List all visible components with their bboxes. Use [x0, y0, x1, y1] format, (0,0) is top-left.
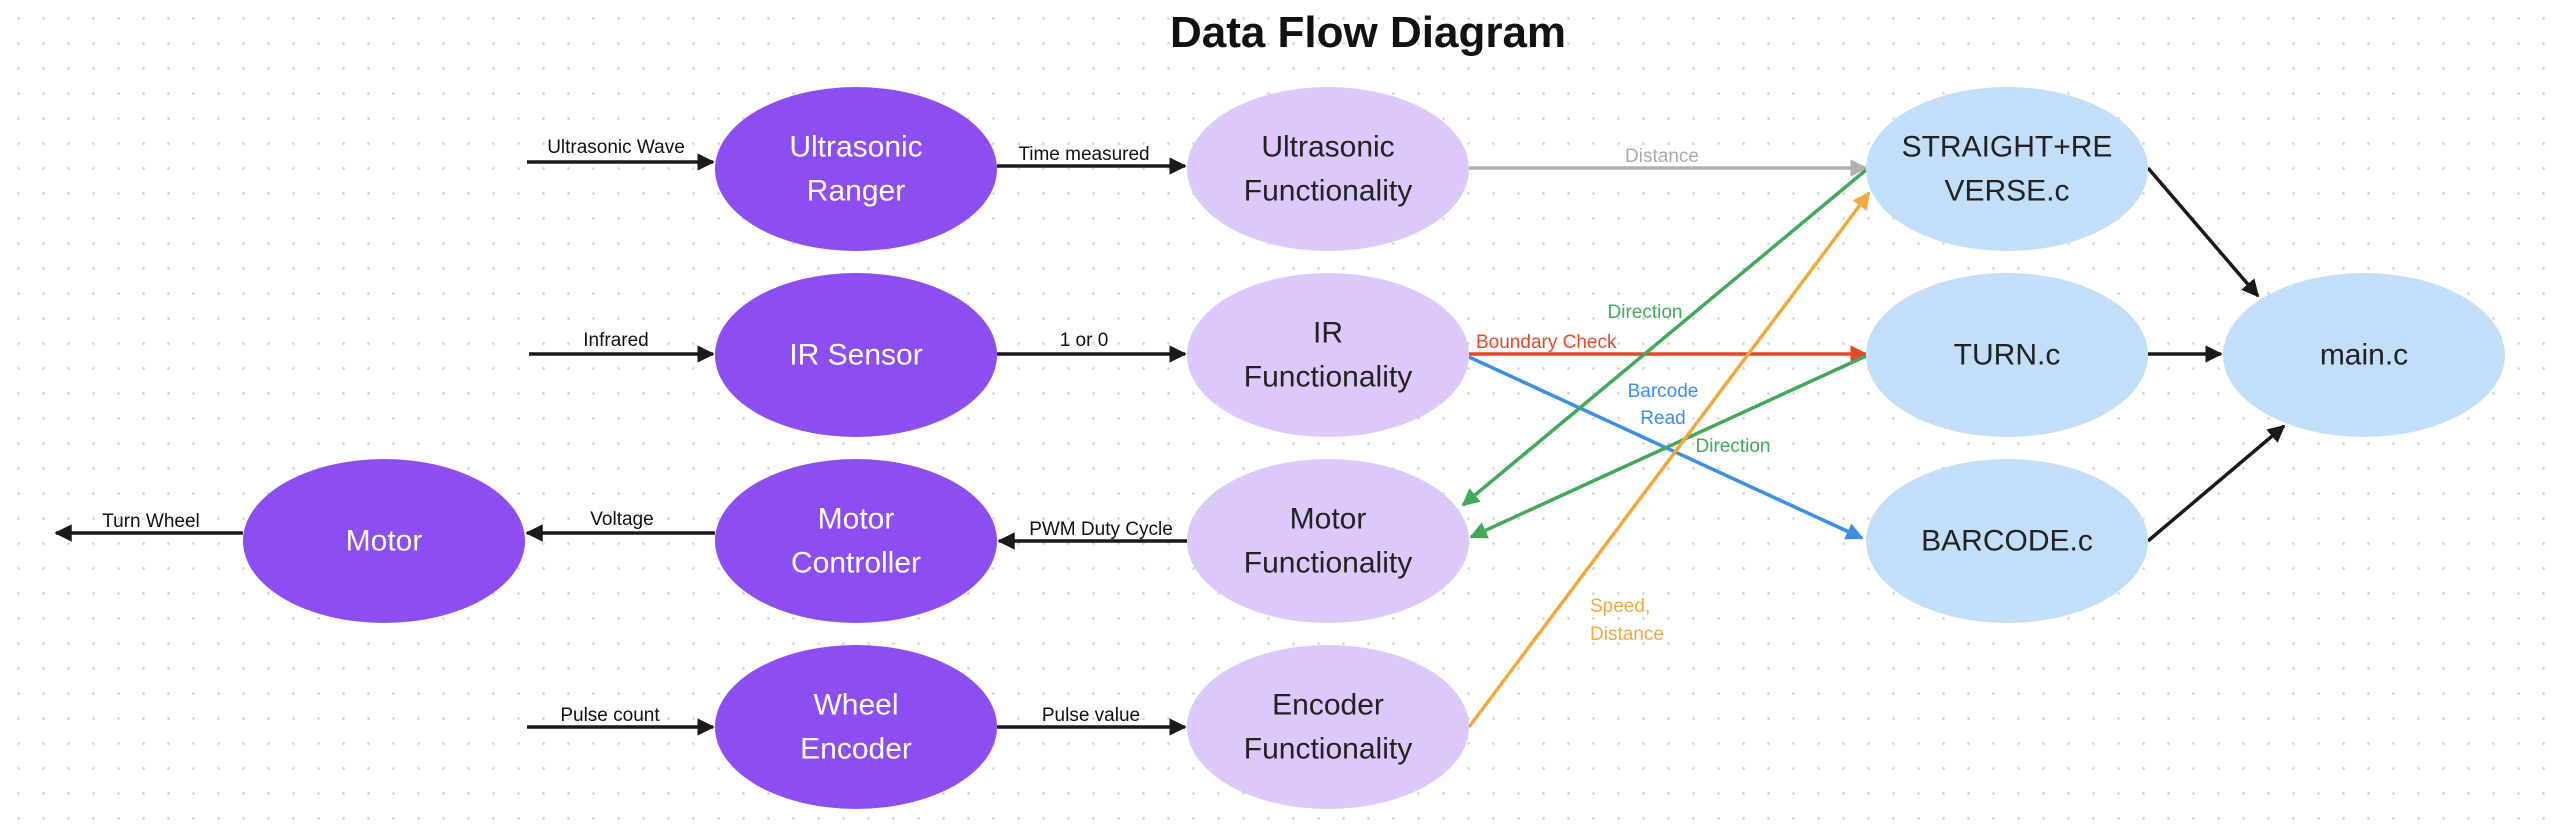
node-label: IR Sensor — [789, 339, 922, 372]
node-label: Encoder — [1272, 689, 1384, 722]
barcode-to-main-edge — [2146, 424, 2286, 543]
edge-label-pulse-value: Pulse value — [1042, 705, 1140, 726]
node-shape — [715, 87, 997, 251]
edge-label-time-measured: Time measured — [1018, 144, 1149, 165]
node-turn[interactable]: TURN.c — [1866, 273, 2148, 437]
node-label: Motor — [818, 503, 895, 536]
edge-label-speed-distance: Speed, — [1590, 596, 1650, 617]
node-label: Motor — [346, 525, 423, 558]
node-shape — [1187, 87, 1469, 251]
node-shape — [1866, 87, 2148, 251]
edge-label-boundary-check: Boundary Check — [1476, 332, 1617, 353]
node-shape — [715, 645, 997, 809]
node-label: main.c — [2320, 339, 2408, 372]
node-motor[interactable]: Motor — [243, 459, 525, 623]
edge-label-infrared: Infrared — [583, 330, 648, 351]
node-label: Ultrasonic — [789, 131, 922, 164]
edges — [54, 153, 2286, 736]
node-label: Controller — [791, 547, 921, 580]
speed-distance-edge — [1467, 191, 1871, 729]
node-label: Functionality — [1244, 733, 1412, 766]
edge-label-ultrasonic-wave: Ultrasonic Wave — [547, 137, 685, 158]
node-shape — [1187, 273, 1469, 437]
node-label: Wheel — [813, 689, 898, 722]
node-label: IR — [1313, 317, 1343, 350]
edge-label-voltage: Voltage — [590, 509, 653, 530]
node-shape — [1866, 459, 2148, 623]
node-label: Functionality — [1244, 175, 1412, 208]
node-label: VERSE.c — [1944, 175, 2069, 208]
node-shape — [715, 273, 997, 437]
node-straight-reverse[interactable]: STRAIGHT+RE VERSE.c — [1866, 87, 2148, 251]
straight-to-main-edge — [2146, 166, 2260, 298]
edge-label-direction-1: Direction — [1608, 302, 1683, 323]
edge-label-pulse-count: Pulse count — [560, 705, 660, 726]
node-shape — [1866, 273, 2148, 437]
edge-label-barcode-read: Read — [1640, 408, 1685, 429]
node-label: Ultrasonic — [1261, 131, 1394, 164]
node-barcode[interactable]: BARCODE.c — [1866, 459, 2148, 623]
edge-label-turn-wheel: Turn Wheel — [102, 511, 200, 532]
node-label: BARCODE.c — [1921, 525, 2093, 558]
node-label: TURN.c — [1954, 339, 2061, 372]
direction-edge-1 — [1461, 168, 1868, 507]
edge-label-direction-2: Direction — [1696, 436, 1771, 457]
node-ir-sensor[interactable]: IR Sensor — [715, 273, 997, 437]
node-label: Functionality — [1244, 361, 1412, 394]
direction-edge-2 — [1469, 354, 1867, 539]
node-shape — [243, 459, 525, 623]
node-label: Ranger — [807, 175, 905, 208]
node-shape — [715, 459, 997, 623]
node-shape — [1187, 459, 1469, 623]
edge-label-barcode-read: Barcode — [1628, 381, 1699, 402]
node-ir-functionality[interactable]: IR Functionality — [1187, 273, 1469, 437]
node-shape — [2223, 273, 2505, 437]
node-label: Functionality — [1244, 547, 1412, 580]
edge-label-one-or-zero: 1 or 0 — [1060, 330, 1109, 351]
node-label: Encoder — [800, 733, 912, 766]
edge-label-pwm-duty-cycle: PWM Duty Cycle — [1029, 519, 1173, 540]
diagram-title: Data Flow Diagram — [1170, 8, 1566, 57]
node-label: Motor — [1290, 503, 1367, 536]
edge-label-distance: Distance — [1625, 146, 1699, 167]
node-label: STRAIGHT+RE — [1902, 131, 2113, 164]
edge-label-speed-distance: Distance — [1590, 624, 1664, 645]
node-main[interactable]: main.c — [2223, 273, 2505, 437]
node-shape — [1187, 645, 1469, 809]
